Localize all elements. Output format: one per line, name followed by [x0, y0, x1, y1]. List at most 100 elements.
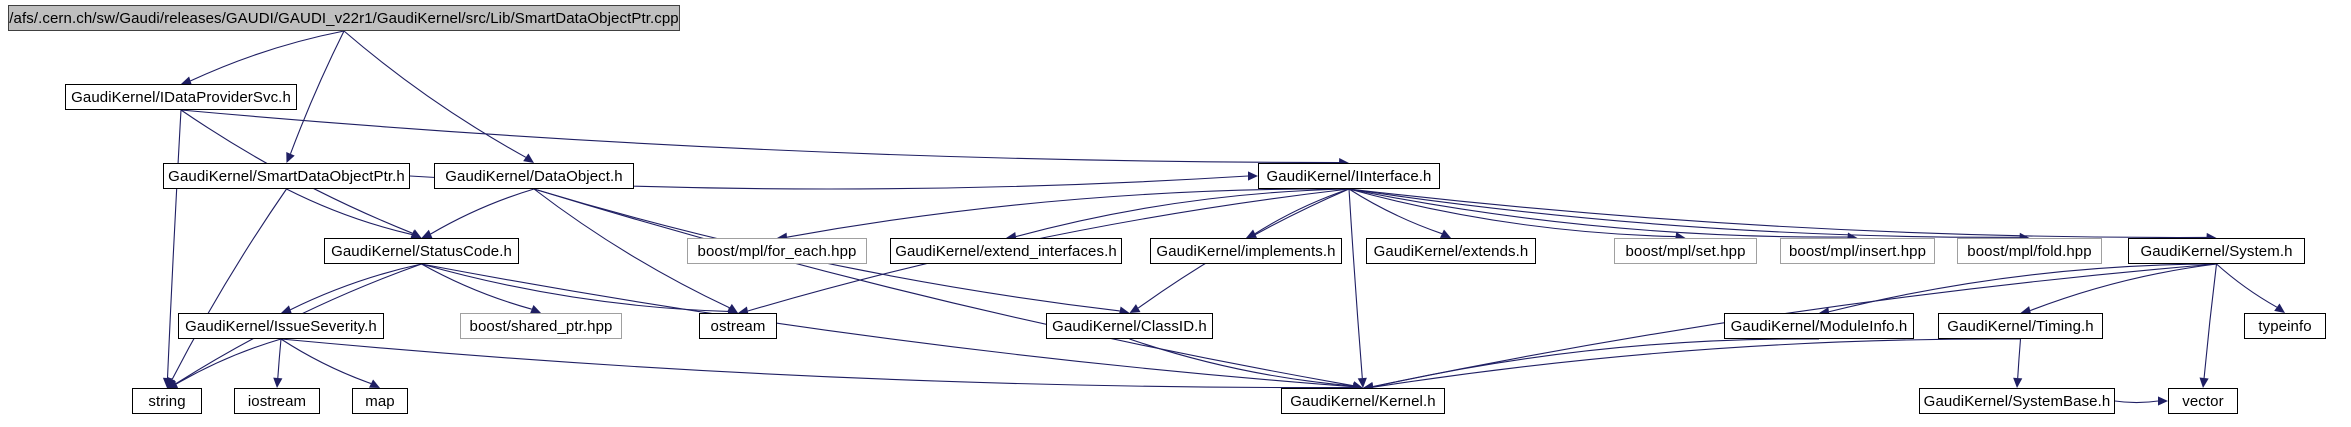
graph-node-map[interactable]: map	[352, 388, 408, 414]
graph-edge-statuscode-to-sharedptr	[421, 263, 532, 310]
graph-node-label: GaudiKernel/ClassID.h	[1052, 317, 1207, 335]
graph-node-sharedptr[interactable]: boost/shared_ptr.hpp	[460, 313, 622, 339]
graph-node-smartdataobject[interactable]: GaudiKernel/SmartDataObjectPtr.h	[163, 163, 410, 189]
graph-edge-root-to-idataprovider	[190, 30, 345, 82]
graph-node-label: GaudiKernel/StatusCode.h	[331, 242, 512, 260]
graph-edge-system-to-timing	[2030, 263, 2217, 312]
graph-node-label: vector	[2182, 392, 2224, 410]
graph-node-iinterface[interactable]: GaudiKernel/IInterface.h	[1258, 163, 1440, 189]
graph-node-statuscode[interactable]: GaudiKernel/StatusCode.h	[324, 238, 519, 264]
graph-edge-dataobject-to-ostream	[533, 188, 730, 309]
graph-edge-statuscode-to-ostream	[421, 263, 729, 313]
graph-edge-classid-to-kernel	[1129, 338, 1354, 387]
graph-node-label: boost/mpl/for_each.hpp	[697, 242, 857, 260]
graph-edge-system-to-kernel	[1372, 263, 2217, 388]
graph-edge-arrowhead	[281, 305, 292, 315]
graph-node-label: GaudiKernel/implements.h	[1156, 242, 1336, 260]
graph-node-implements[interactable]: GaudiKernel/implements.h	[1150, 238, 1342, 264]
graph-edge-arrowhead	[273, 377, 283, 388]
graph-node-mplfold[interactable]: boost/mpl/fold.hpp	[1957, 238, 2102, 264]
graph-edge-iinterface-to-implements	[1254, 188, 1350, 235]
graph-node-label: boost/mpl/fold.hpp	[1967, 242, 2092, 260]
graph-edge-issueseverity-to-map	[280, 338, 372, 385]
graph-node-label: GaudiKernel/IDataProviderSvc.h	[71, 88, 291, 106]
graph-edge-idataprovider-to-iinterface	[180, 109, 1340, 164]
graph-node-classid[interactable]: GaudiKernel/ClassID.h	[1046, 313, 1213, 339]
graph-edge-iinterface-to-mplinsert	[1348, 188, 1848, 238]
graph-edge-iinterface-to-system	[1348, 188, 2207, 239]
graph-node-moduleinfo[interactable]: GaudiKernel/ModuleInfo.h	[1724, 313, 1914, 339]
graph-edge-iinterface-to-extends	[1348, 188, 1443, 235]
graph-node-mplinsert[interactable]: boost/mpl/insert.hpp	[1780, 238, 1935, 264]
graph-edge-arrowhead	[2199, 377, 2209, 388]
graph-node-iostream[interactable]: iostream	[234, 388, 320, 414]
graph-edge-statuscode-to-issueseverity	[290, 263, 422, 311]
graph-edge-arrowhead	[286, 151, 295, 163]
graph-edge-timing-to-systembase	[2017, 338, 2022, 379]
graph-edge-dataobject-to-kernel	[533, 188, 1354, 387]
graph-node-extendif[interactable]: GaudiKernel/extend_interfaces.h	[890, 238, 1122, 264]
graph-edge-arrowhead	[421, 229, 433, 239]
graph-node-label: boost/mpl/set.hpp	[1625, 242, 1746, 260]
graph-node-vector[interactable]: vector	[2168, 388, 2238, 414]
graph-edge-arrowhead	[2020, 306, 2032, 316]
graph-node-label: ostream	[710, 317, 766, 335]
graph-edge-issueseverity-to-string	[175, 338, 282, 385]
graph-node-label: boost/shared_ptr.hpp	[469, 317, 613, 335]
graph-node-ostream[interactable]: ostream	[699, 313, 777, 339]
graph-edge-systembase-to-vector	[2114, 400, 2159, 404]
graph-edge-arrowhead	[530, 304, 541, 314]
graph-node-label: GaudiKernel/DataObject.h	[445, 167, 623, 185]
graph-edge-idataprovider-to-string	[166, 109, 182, 379]
graph-node-systembase[interactable]: GaudiKernel/SystemBase.h	[1919, 388, 2115, 414]
graph-node-label: GaudiKernel/Kernel.h	[1290, 392, 1436, 410]
graph-node-label: typeinfo	[2258, 317, 2312, 335]
graph-node-dataobject[interactable]: GaudiKernel/DataObject.h	[434, 163, 634, 189]
graph-edge-iinterface-to-mplfold	[1348, 188, 2020, 238]
graph-node-typeinfo[interactable]: typeinfo	[2244, 313, 2326, 339]
graph-node-root[interactable]: /afs/.cern.ch/sw/Gaudi/releases/GAUDI/GA…	[8, 5, 680, 31]
graph-edge-iinterface-to-mplforeach	[786, 188, 1350, 238]
graph-edge-arrowhead	[2274, 303, 2285, 313]
graph-node-issueseverity[interactable]: GaudiKernel/IssueSeverity.h	[178, 313, 384, 339]
graph-edge-iinterface-to-extendif	[1015, 188, 1350, 238]
graph-edge-issueseverity-to-iostream	[277, 338, 282, 379]
graph-edge-system-to-moduleinfo	[1828, 263, 2217, 313]
graph-edge-arrowhead	[368, 379, 380, 388]
graph-node-label: GaudiKernel/IInterface.h	[1266, 167, 1432, 185]
graph-edge-system-to-typeinfo	[2216, 263, 2278, 308]
graph-node-label: GaudiKernel/SystemBase.h	[1923, 392, 2111, 410]
graph-node-mplforeach[interactable]: boost/mpl/for_each.hpp	[687, 238, 867, 264]
graph-edge-arrowhead	[1248, 171, 1258, 181]
graph-edge-root-to-smartdataobject	[289, 30, 345, 155]
graph-edge-iinterface-to-ostream	[747, 188, 1350, 312]
graph-edge-arrowhead	[1246, 229, 1258, 238]
graph-edge-iinterface-to-mplset	[1348, 188, 1676, 238]
graph-edge-arrowhead	[523, 153, 534, 163]
graph-edge-arrowhead	[167, 379, 179, 389]
graph-node-timing[interactable]: GaudiKernel/Timing.h	[1938, 313, 2103, 339]
graph-node-label: string	[148, 392, 186, 410]
graph-edge-root-to-dataobject	[343, 30, 527, 158]
graph-node-system[interactable]: GaudiKernel/System.h	[2128, 238, 2305, 264]
graph-node-label: boost/mpl/insert.hpp	[1788, 242, 1927, 260]
graph-edge-arrowhead	[2013, 377, 2023, 388]
graph-node-label: GaudiKernel/extends.h	[1373, 242, 1529, 260]
graph-node-extends[interactable]: GaudiKernel/extends.h	[1366, 238, 1536, 264]
graph-node-kernel[interactable]: GaudiKernel/Kernel.h	[1281, 388, 1445, 414]
graph-edge-system-to-vector	[2203, 263, 2218, 379]
graph-edge-timing-to-kernel	[1372, 338, 2021, 388]
graph-node-idataprovider[interactable]: GaudiKernel/IDataProviderSvc.h	[65, 84, 297, 110]
graph-edge-arrowhead	[410, 230, 422, 239]
graph-edge-smartdataobject-to-string	[171, 188, 287, 380]
graph-node-label: map	[365, 392, 395, 410]
graph-edge-arrowhead	[2158, 396, 2168, 406]
graph-node-label: GaudiKernel/Timing.h	[1947, 317, 2094, 335]
graph-edge-issueseverity-to-kernel	[280, 338, 1354, 389]
graph-node-mplset[interactable]: boost/mpl/set.hpp	[1614, 238, 1757, 264]
graph-node-string[interactable]: string	[132, 388, 202, 414]
graph-edge-arrowhead	[181, 76, 192, 86]
graph-node-label: GaudiKernel/ModuleInfo.h	[1730, 317, 1908, 335]
